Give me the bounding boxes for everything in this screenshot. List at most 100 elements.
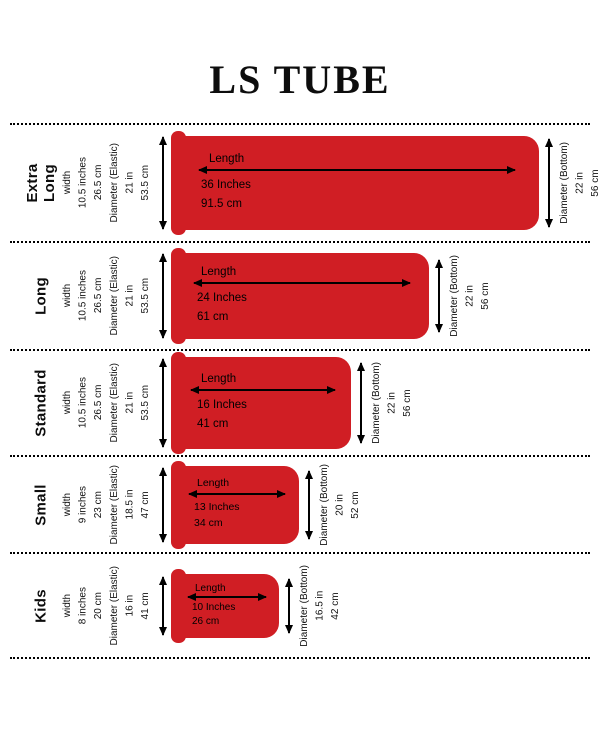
tube-image: Length 24 Inches 61 cm [171,248,429,344]
elastic-label: Diameter (Elastic) [109,565,120,646]
bottom-label: Diameter (Bottom) [299,564,310,647]
bottom-label: Diameter (Bottom) [371,362,382,444]
length-values: 24 Inches 61 cm [197,289,419,326]
elastic-diameter-arrow-icon [162,137,164,229]
bottom-diameter-arrow-icon [438,260,440,332]
length-values: 16 Inches 41 cm [197,396,341,433]
size-label: Extra Long [22,125,60,241]
length-values: 10 Inches 26 cm [192,601,269,628]
tube-image: Length 10 Inches 26 cm [171,568,279,643]
bottom-diameter-measurement: Diameter (Bottom) 22 in 56 cm [447,255,494,337]
elastic-diameter-measurement: Diameter (Elastic) 21 in 53.5 cm [107,143,155,222]
width-measurement: width 10.5 inches 26.5 cm [60,270,107,321]
elastic-cm: 47 cm [140,490,151,519]
bottom-diameter-arrow-icon [360,363,362,443]
size-row-kids: Kids width 8 inches 20 cm Diameter (Elas… [10,554,590,659]
bottom-label: Diameter (Bottom) [559,142,570,224]
elastic-diameter-arrow-icon [162,359,164,447]
width-cm: 26.5 cm [93,165,104,201]
tube-image: Length 36 Inches 91.5 cm [171,131,539,235]
length-label: Length [201,266,237,279]
size-chart: Extra Long width 10.5 inches 26.5 cm Dia… [10,123,600,659]
elastic-label: Diameter (Elastic) [109,363,120,443]
tube-image: Length 13 Inches 34 cm [171,460,299,549]
bottom-cm: 52 cm [350,490,361,519]
bottom-in: 22 in [574,172,586,194]
bottom-in: 22 in [464,285,476,307]
tube-image: Length 16 Inches 41 cm [171,352,351,454]
size-label: Small [22,457,60,552]
bottom-label: Diameter (Bottom) [319,463,330,546]
width-measurement: width 9 inches 23 cm [60,486,107,523]
width-measurement: width 10.5 inches 26.5 cm [60,377,107,428]
width-label: width [62,171,73,195]
width-cm: 26.5 cm [93,385,104,421]
length-cm: 41 cm [197,417,229,430]
bottom-diameter-measurement: Diameter (Bottom) 22 in 56 cm [369,362,416,444]
width-label: width [62,284,73,308]
elastic-in: 21 in [124,285,136,307]
elastic-diameter-arrow-icon [162,467,164,542]
width-label: width [62,492,73,517]
elastic-label: Diameter (Elastic) [109,464,120,545]
size-label: Long [22,243,60,349]
length-arrow-icon [191,389,335,392]
elastic-in: 21 in [124,392,136,414]
elastic-in: 16 in [124,594,136,617]
bottom-diameter-arrow-icon [308,470,310,539]
bottom-diameter-arrow-icon [548,139,550,227]
elastic-cm: 53.5 cm [140,385,151,421]
elastic-diameter-measurement: Diameter (Elastic) 21 in 53.5 cm [107,363,155,442]
elastic-diameter-measurement: Diameter (Elastic) 16 in 41 cm [107,566,155,645]
elastic-cm: 41 cm [140,591,151,620]
length-values: 13 Inches 34 cm [194,500,289,532]
elastic-cm: 53.5 cm [140,165,151,201]
bottom-diameter-arrow-icon [288,578,290,633]
width-inches: 9 inches [77,485,89,524]
width-inches: 10.5 inches [77,157,89,209]
width-cm: 26.5 cm [93,278,104,314]
length-cm: 61 cm [197,310,229,323]
size-row-standard: Standard width 10.5 inches 26.5 cm Diame… [10,351,590,457]
size-name: Kids [32,588,50,623]
length-values: 36 Inches 91.5 cm [201,176,529,213]
size-label: Standard [22,351,60,455]
elastic-diameter-measurement: Diameter (Elastic) 21 in 53.5 cm [107,256,155,335]
length-inches: 16 Inches [197,399,247,412]
elastic-diameter-arrow-icon [162,254,164,338]
elastic-label: Diameter (Elastic) [109,256,120,336]
width-cm: 20 cm [93,591,104,620]
length-inches: 13 Inches [194,501,240,514]
width-label: width [62,593,73,618]
length-arrow-icon [189,493,285,496]
bottom-cm: 56 cm [480,282,491,310]
elastic-diameter-measurement: Diameter (Elastic) 18.5 in 47 cm [107,465,155,544]
bottom-cm: 56 cm [402,389,413,417]
length-cm: 26 cm [192,615,220,627]
size-row-small: Small width 9 inches 23 cm Diameter (Ela… [10,457,590,554]
length-label: Length [197,477,230,490]
length-label: Length [195,583,226,594]
bottom-diameter-measurement: Diameter (Bottom) 20 in 52 cm [317,464,364,546]
length-arrow-icon [194,282,410,285]
width-measurement: width 8 inches 20 cm [60,587,107,624]
size-name: Small [32,483,50,526]
length-label: Length [209,153,245,166]
length-arrow-icon [198,169,516,172]
size-label: Kids [22,554,60,657]
elastic-diameter-arrow-icon [162,576,164,635]
length-cm: 34 cm [194,517,223,529]
bottom-in: 20 in [334,493,346,516]
page-title: LS TUBE [209,57,391,102]
bottom-diameter-measurement: Diameter (Bottom) 16.5 in 42 cm [297,565,344,647]
width-inches: 10.5 inches [77,377,89,429]
size-row-extra-long: Extra Long width 10.5 inches 26.5 cm Dia… [10,125,600,243]
size-name: Standard [32,369,50,437]
bottom-in: 16.5 in [314,590,326,621]
elastic-label: Diameter (Elastic) [109,143,120,223]
size-name: Long [32,277,50,315]
length-cm: 91.5 cm [201,197,242,210]
bottom-cm: 56 cm [590,169,600,197]
width-inches: 8 inches [77,586,89,625]
elastic-cm: 53.5 cm [140,278,151,314]
